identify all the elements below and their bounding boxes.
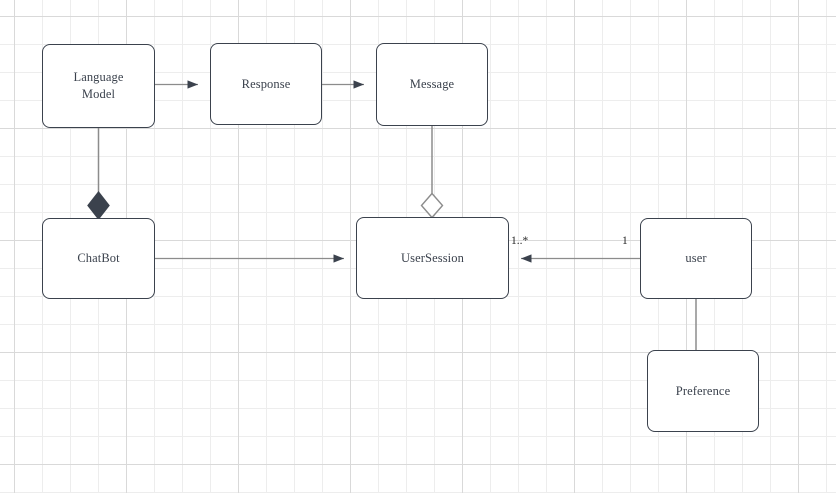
- multiplicity-label-user: 1: [622, 235, 628, 247]
- node-label-usersession: UserSession: [401, 250, 464, 265]
- multiplicity-label-usersession: 1..*: [511, 235, 529, 247]
- node-label-response: Response: [241, 76, 291, 91]
- node-user[interactable]: user: [640, 218, 752, 299]
- node-usersession[interactable]: UserSession: [356, 217, 509, 299]
- node-response[interactable]: Response: [210, 43, 322, 125]
- edge-language-model-chatbot[interactable]: [87, 128, 110, 221]
- edge-message-usersession[interactable]: [420, 126, 444, 219]
- node-message[interactable]: Message: [376, 43, 488, 126]
- node-label-preference: Preference: [675, 383, 731, 398]
- node-label-language-model: Language Model: [73, 70, 124, 101]
- composition-diamond-icon: [87, 190, 110, 221]
- node-chatbot[interactable]: ChatBot: [42, 218, 155, 299]
- node-language-model[interactable]: Language Model: [42, 44, 155, 128]
- node-label-message: Message: [409, 77, 455, 92]
- aggregation-diamond-icon: [420, 192, 444, 219]
- node-preference[interactable]: Preference: [647, 350, 759, 432]
- node-label-chatbot: ChatBot: [77, 251, 120, 266]
- node-label-user: user: [685, 251, 707, 266]
